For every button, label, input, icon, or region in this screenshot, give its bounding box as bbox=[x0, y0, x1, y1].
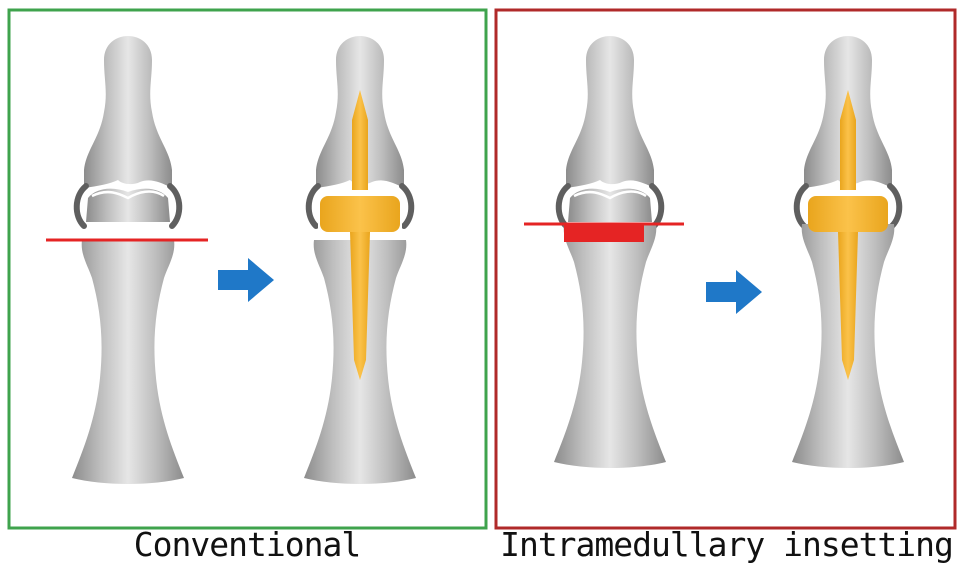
right-arrow-icon bbox=[218, 258, 274, 302]
bone-after-intramedullary bbox=[792, 36, 904, 468]
bone-after-conventional bbox=[304, 36, 416, 484]
resection-block bbox=[564, 224, 644, 242]
right-arrow-icon bbox=[706, 270, 762, 314]
frame-conventional bbox=[9, 10, 486, 528]
caption-conventional: Conventional bbox=[8, 520, 486, 570]
bone-before-conventional bbox=[46, 36, 208, 484]
caption-intramedullary: Intramedullary insetting bbox=[494, 520, 959, 570]
bone-before-intramedullary bbox=[524, 36, 684, 468]
